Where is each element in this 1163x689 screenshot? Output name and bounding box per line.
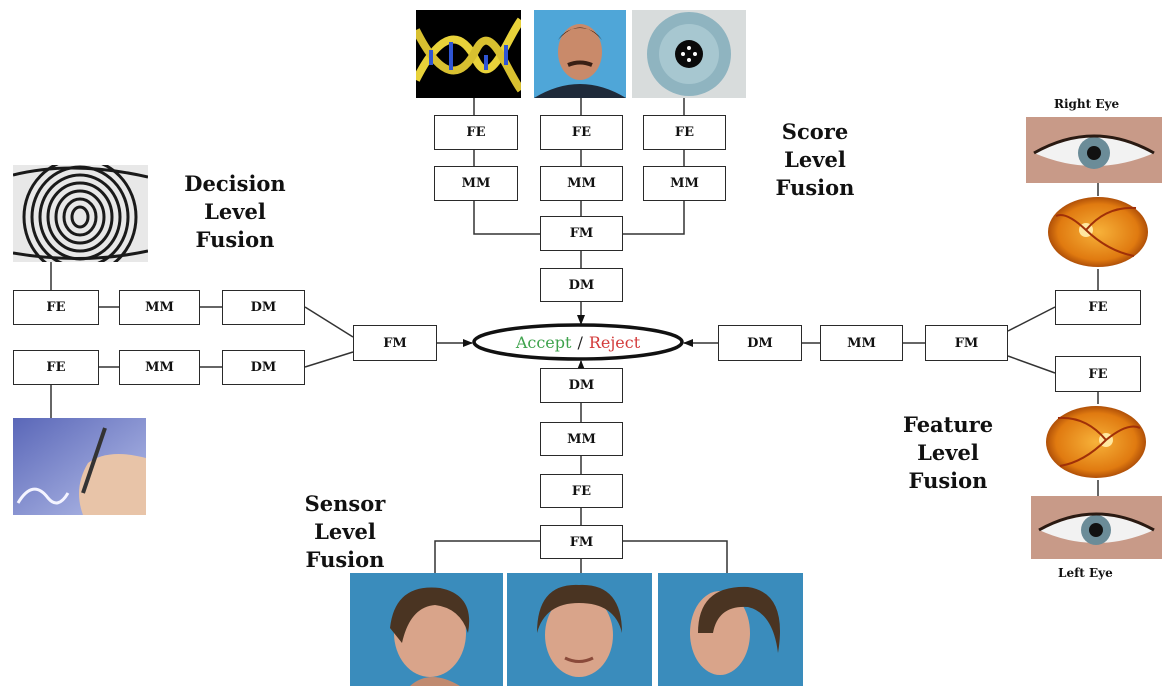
score-fe-box-1: FE [434,115,518,150]
iris-image [632,10,746,98]
right-eye-image [1026,117,1162,183]
decision-level-fusion-title: Decision Level Fusion [184,171,286,252]
retina-image-top [1046,196,1150,269]
feature-dm-box: DM [718,325,802,361]
face-photo-image [534,10,626,98]
score-mm-box-2: MM [540,166,623,201]
separator-label: / [577,332,583,352]
sensor-mm-box: MM [540,422,623,456]
feature-fm-box: FM [925,325,1008,361]
decision-dm-box-2: DM [222,350,305,385]
decision-mm-box-2: MM [119,350,200,385]
feature-fe-box-1: FE [1055,290,1141,325]
score-mm-box-1: MM [434,166,518,201]
decision-fm-box: FM [353,325,437,361]
face-frontal-image [507,573,652,686]
right-eye-label: Right Eye [1054,97,1120,111]
score-fm-box: FM [540,216,623,251]
face-left-profile-image [350,573,503,686]
accept-label: Accept [515,332,572,352]
sensor-fm-box: FM [540,525,623,559]
feature-mm-box: MM [820,325,903,361]
feature-level-fusion-title: Feature Level Fusion [902,412,994,493]
decision-fe-box-2: FE [13,350,99,385]
left-eye-image [1031,496,1162,559]
score-dm-box: DM [540,268,623,302]
reject-label: Reject [588,332,641,352]
decision-fe-box-1: FE [13,290,99,325]
signature-image [13,418,146,515]
sensor-fe-box: FE [540,474,623,508]
sensor-dm-box: DM [540,368,623,403]
score-mm-box-3: MM [643,166,726,201]
fingerprint-image [13,165,148,262]
accept-reject-decision: Accept / Reject [473,323,683,361]
feature-fe-box-2: FE [1055,356,1141,392]
dna-image [416,10,521,98]
decision-dm-box-1: DM [222,290,305,325]
score-fe-box-2: FE [540,115,623,150]
score-fe-box-3: FE [643,115,726,150]
decision-mm-box-1: MM [119,290,200,325]
sensor-level-fusion-title: Sensor Level Fusion [304,491,386,572]
retina-image-bottom [1044,404,1148,480]
face-right-profile-image [658,573,803,686]
score-level-fusion-title: Score Level Fusion [775,119,855,200]
left-eye-label: Left Eye [1058,566,1113,580]
